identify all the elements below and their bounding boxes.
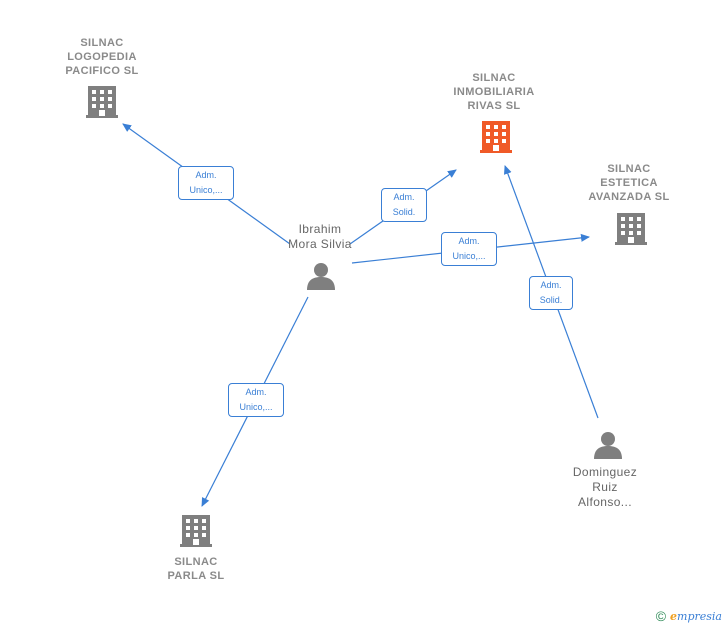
edge-label-ibrahim-inmobiliaria[interactable]: Adm. Solid. xyxy=(381,188,427,222)
copyright-icon: © xyxy=(655,608,667,624)
company-label-estetica[interactable]: SILNAC ESTETICA AVANZADA SL xyxy=(588,163,670,203)
brand-logo: empresia xyxy=(670,609,722,623)
building-icon-parla[interactable] xyxy=(180,515,212,547)
person-icon-ibrahim[interactable] xyxy=(307,263,335,290)
edge-label-ibrahim-parla[interactable]: Adm. Unico,... xyxy=(228,383,284,417)
edge-label-ibrahim-logopedia[interactable]: Adm. Unico,... xyxy=(178,166,234,200)
person-label-dominguez[interactable]: Dominguez Ruiz Alfonso... xyxy=(572,465,638,509)
company-label-logopedia[interactable]: SILNAC LOGOPEDIA PACIFICO SL xyxy=(65,37,139,77)
company-label-inmobiliaria[interactable]: SILNAC INMOBILIARIA RIVAS SL xyxy=(453,72,535,112)
building-icon-inmobiliaria[interactable] xyxy=(480,121,512,153)
person-label-ibrahim[interactable]: Ibrahim Mora Silvia xyxy=(288,222,352,251)
footer-brand: © empresia xyxy=(656,608,722,624)
building-icon-estetica[interactable] xyxy=(615,213,647,245)
company-label-parla[interactable]: SILNAC PARLA SL xyxy=(167,556,225,582)
person-icon-dominguez[interactable] xyxy=(594,432,622,459)
edge-label-ibrahim-estetica[interactable]: Adm. Unico,... xyxy=(441,232,497,266)
building-icon-logopedia[interactable] xyxy=(86,86,118,118)
edge-label-dominguez-inmobiliaria[interactable]: Adm. Solid. xyxy=(529,276,573,310)
